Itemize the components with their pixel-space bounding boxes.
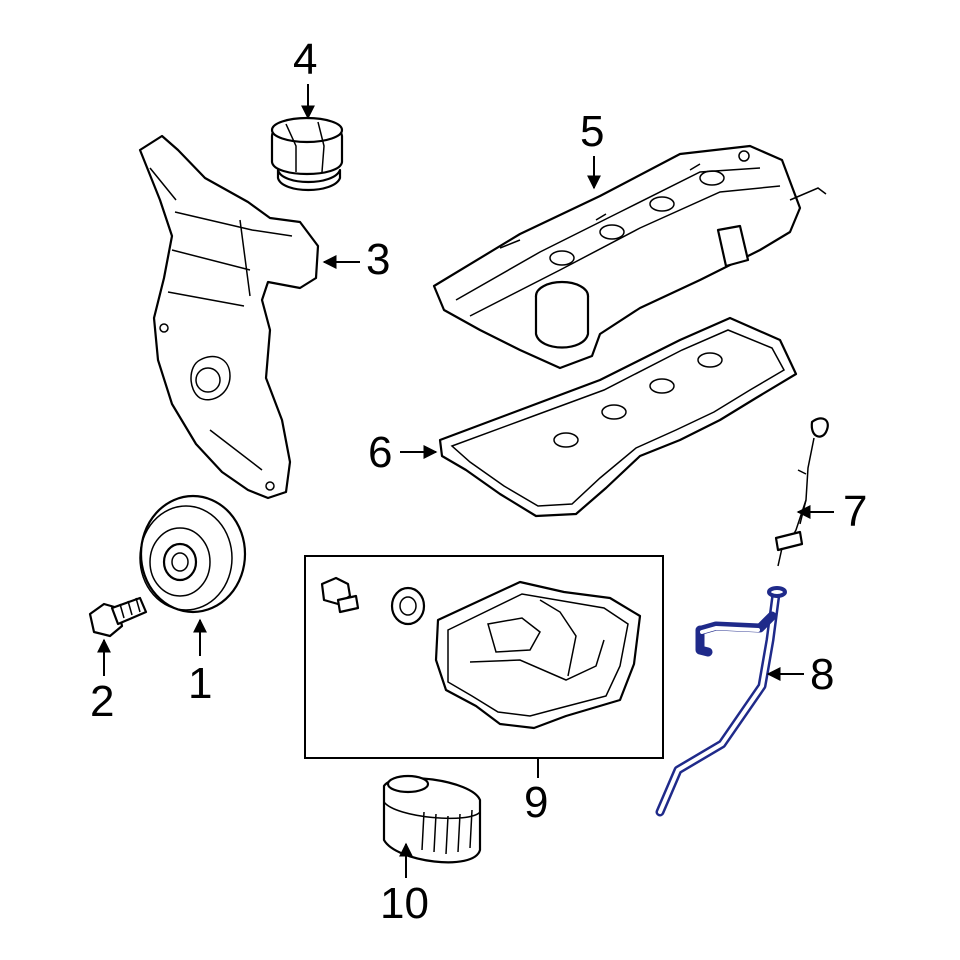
callout-leaders (97, 84, 834, 878)
dipstick-tube-part[interactable] (655, 586, 787, 817)
callout-1: 1 (188, 659, 213, 708)
callout-4: 4 (293, 35, 318, 84)
callout-9: 9 (524, 778, 549, 827)
callout-6: 6 (368, 428, 393, 477)
pulley-bolt-part[interactable] (88, 596, 148, 638)
callout-10: 10 (380, 879, 429, 928)
crankshaft-pulley-part[interactable] (139, 494, 247, 614)
valve-cover-part[interactable] (432, 144, 827, 370)
oil-filter-part[interactable] (382, 774, 482, 864)
oil-pan-kit-box (304, 555, 664, 759)
callout-3: 3 (366, 235, 391, 284)
callout-2: 2 (90, 677, 115, 726)
oil-filler-cap-part[interactable] (270, 116, 344, 192)
timing-cover-part[interactable] (138, 134, 320, 500)
callout-8: 8 (810, 650, 835, 699)
callout-7: 7 (843, 487, 868, 536)
callout-5: 5 (580, 107, 605, 156)
oil-dipstick-part[interactable] (774, 417, 829, 567)
oil-pan-part[interactable] (320, 576, 642, 730)
valve-cover-gasket-part[interactable] (438, 316, 798, 518)
